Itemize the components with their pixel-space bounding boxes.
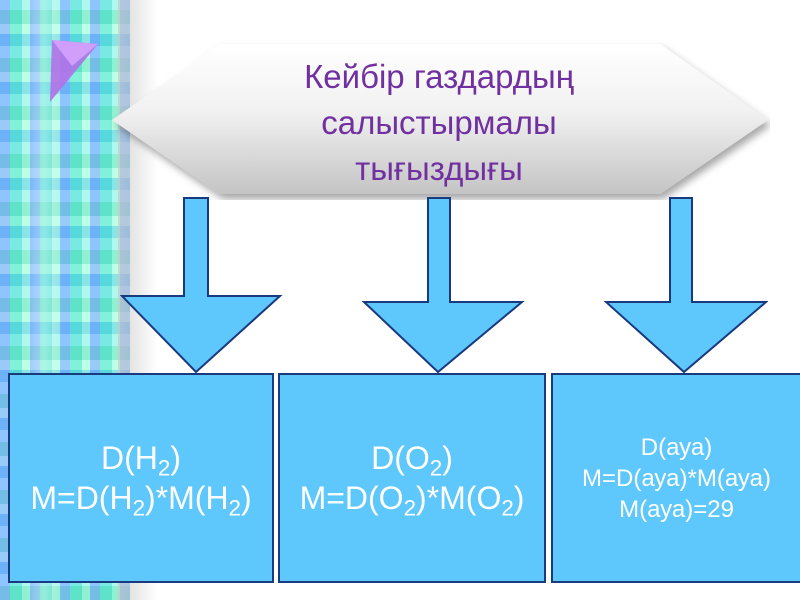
formula-molar-mass-o2: M=D(O2)*M(O2): [299, 480, 525, 521]
arrow-down-icon: [362, 197, 525, 374]
triangle-corner-icon: [50, 40, 98, 102]
diagram-title: Кейбір газдардың салыстырмалы тығыздығы: [108, 48, 770, 198]
hexagon-shape: [112, 44, 768, 194]
formula-air-molar-mass-value: M(ауа)=29: [619, 495, 734, 523]
formula-density-air: D(ауа): [640, 433, 713, 461]
formula-molar-mass-air: M=D(ауа)*M(ауа): [582, 464, 771, 492]
formula-density-h2: D(H2): [101, 440, 181, 481]
title-line-1: Кейбір газдардың: [304, 58, 574, 95]
formula-box-air: D(ауа) M=D(ауа)*M(ауа) M(ауа)=29: [551, 373, 800, 583]
formula-box-oxygen: D(O2) M=D(O2)*M(O2): [278, 373, 546, 583]
arrow-down-icon: [120, 197, 283, 374]
title-line-3: тығыздығы: [355, 150, 523, 187]
title-hexagon: Кейбір газдардың салыстырмалы тығыздығы: [108, 40, 770, 200]
title-line-2: салыстырмалы: [321, 104, 557, 141]
formula-molar-mass-h2: M=D(H2)*M(H2): [30, 480, 252, 521]
formula-density-o2: D(O2): [371, 440, 453, 481]
arrow-down-icon: [604, 197, 768, 374]
formula-box-hydrogen: D(H2) M=D(H2)*M(H2): [8, 373, 274, 583]
